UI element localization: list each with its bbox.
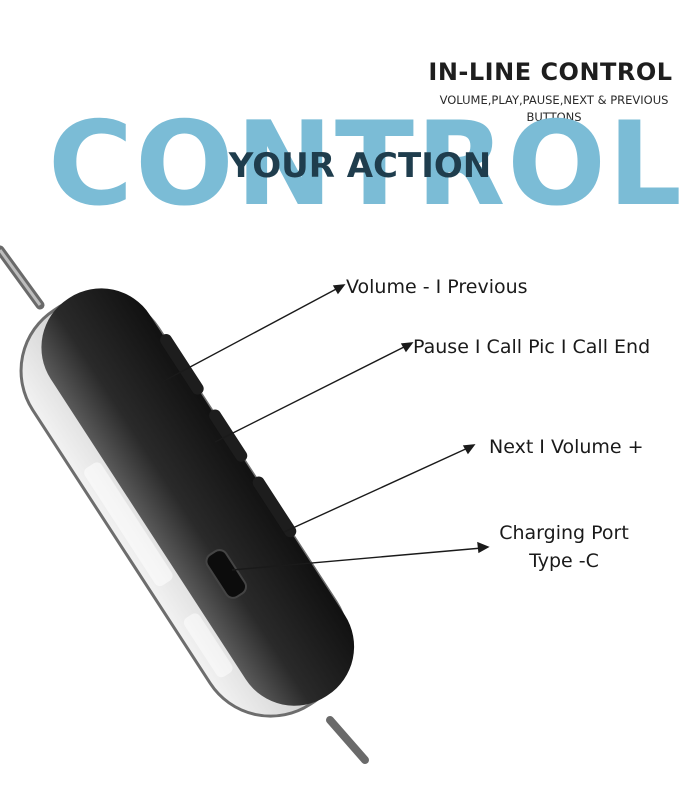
callout-charging-port: Charging Port Type -C — [484, 522, 644, 572]
callout-next-volume: Next I Volume + — [489, 436, 644, 458]
arrow-next — [283, 446, 471, 533]
arrow-pause — [214, 344, 409, 443]
header-title: IN-LINE CONTROL — [428, 58, 673, 86]
callout-charging-line1: Charging Port — [499, 522, 629, 544]
usb-c-port — [205, 549, 248, 599]
header-subtitle-line1: VOLUME,PLAY,PAUSE,NEXT & PREVIOUS — [439, 93, 669, 107]
banner-big-word: CONTROL — [48, 97, 683, 232]
volume-plus-button — [252, 476, 297, 538]
arrow-volume — [161, 286, 341, 383]
header-subtitle: VOLUME,PLAY,PAUSE,NEXT & PREVIOUS BUTTON… — [425, 92, 683, 126]
header-subtitle-line2: BUTTONS — [526, 110, 582, 124]
callout-charging-line2: Type -C — [529, 550, 599, 572]
volume-minus-button — [160, 333, 204, 395]
remote-shell — [19, 288, 355, 718]
cable-bottom — [326, 716, 369, 764]
banner-overlay-text: YOUR ACTION — [228, 146, 492, 186]
arrow-charging — [231, 547, 483, 571]
callout-volume-previous: Volume - I Previous — [346, 276, 528, 298]
callout-pause-call: Pause I Call Pic I Call End — [413, 336, 651, 358]
